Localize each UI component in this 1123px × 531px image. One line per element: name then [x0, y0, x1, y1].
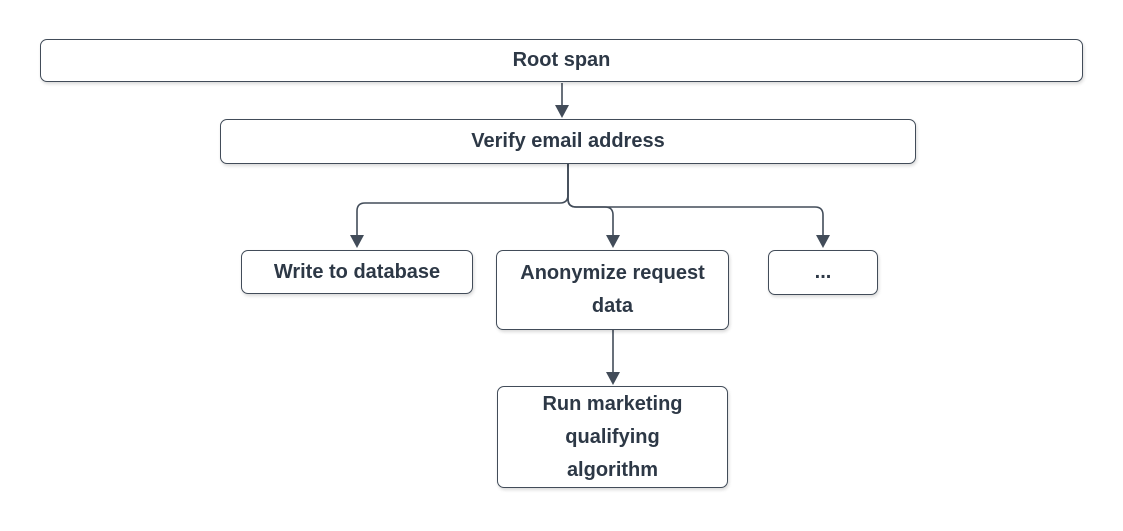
- edge-anonymize-to-run: [606, 330, 620, 385]
- edge-root-to-verify: [555, 83, 569, 118]
- edge-verify-to-ellipsis: [567, 164, 830, 248]
- edge-verify-to-anonymize: [567, 164, 620, 248]
- edge-verify-to-write: [350, 164, 569, 248]
- node-root-span: Root span: [40, 39, 1083, 82]
- node-anonymize-request-data: Anonymize request data: [496, 250, 729, 330]
- node-verify-email-address: Verify email address: [220, 119, 916, 164]
- node-run-marketing-qualifying-algorithm: Run marketing qualifying algorithm: [497, 386, 728, 488]
- node-write-to-database: Write to database: [241, 250, 473, 294]
- node-ellipsis: ...: [768, 250, 878, 295]
